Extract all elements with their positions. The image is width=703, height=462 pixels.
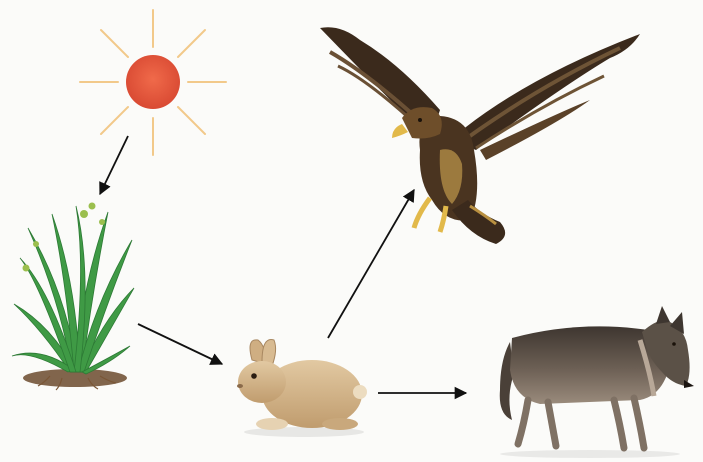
grass-icon — [12, 203, 134, 391]
sun-icon — [80, 10, 226, 155]
edge-grass-to-rabbit — [138, 324, 222, 364]
eagle-icon — [320, 27, 640, 244]
edge-sun-to-grass — [100, 136, 128, 194]
wolf-icon — [500, 306, 694, 458]
rabbit-icon — [237, 339, 367, 437]
edge-rabbit-to-eagle — [328, 190, 414, 338]
